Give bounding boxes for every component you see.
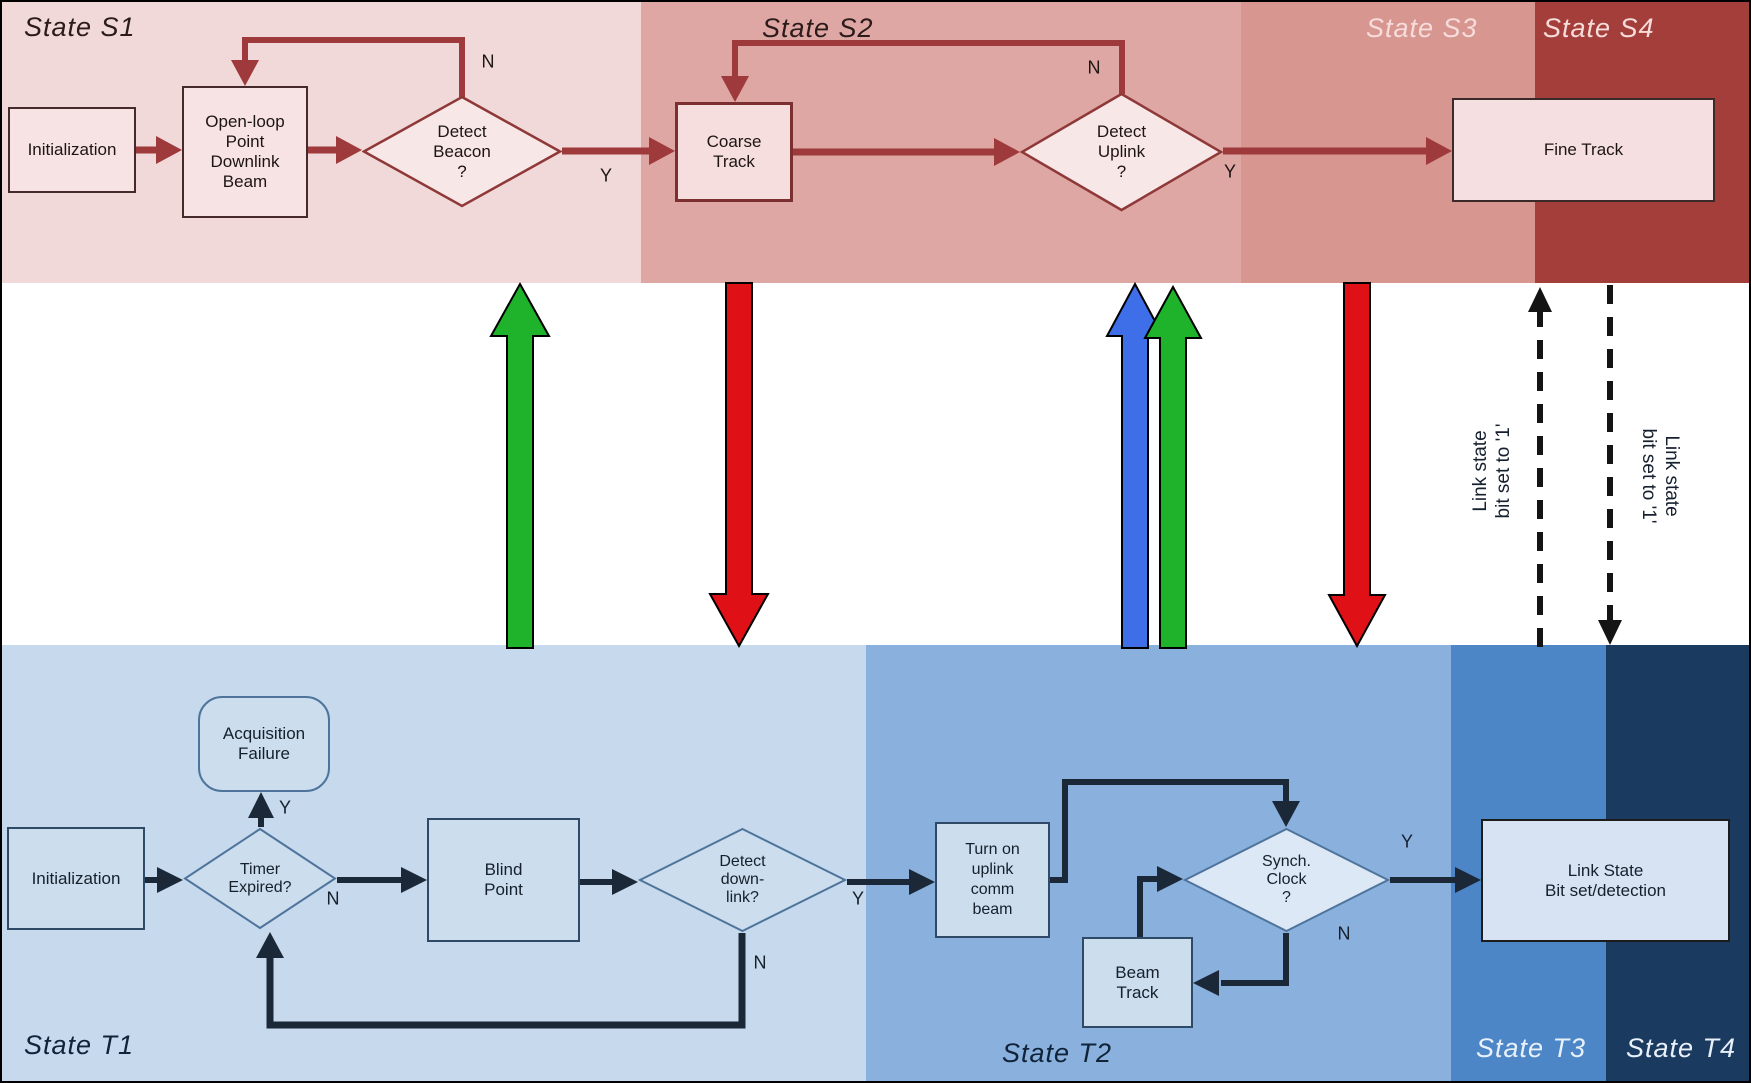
beacon-yes-label: Y bbox=[599, 165, 613, 186]
timer-no-label: N bbox=[326, 888, 340, 909]
label-state-s4: State S4 bbox=[1543, 13, 1655, 43]
node-detect-downlink-decision: Detect down- link? bbox=[638, 827, 847, 933]
label-state-t4: State T4 bbox=[1626, 1033, 1737, 1063]
interlayer-arrows bbox=[489, 281, 1387, 649]
downlink-no-label: N bbox=[753, 952, 767, 973]
label-state-t2: State T2 bbox=[1002, 1038, 1113, 1068]
connector-downlink-no-loop bbox=[256, 932, 746, 1029]
initialization-top-label: Initialization bbox=[27, 140, 117, 159]
green-up-arrow-synch bbox=[1143, 284, 1203, 649]
label-state-t3: State T3 bbox=[1476, 1033, 1587, 1063]
timer-expired-label: Timer Expired? bbox=[228, 860, 292, 896]
detect-beacon-diamond-shape bbox=[362, 95, 562, 208]
link-state-up-annotation: Link state bit set to '1' bbox=[1470, 423, 1514, 519]
connector-beamtrack-to-synch bbox=[1137, 866, 1183, 937]
top-flow-connectors bbox=[136, 37, 1452, 166]
uplink-no-label: N bbox=[1087, 57, 1101, 78]
label-state-t1: State T1 bbox=[24, 1030, 135, 1060]
turn-on-uplink-label: Turn on uplink comm beam bbox=[965, 841, 1020, 918]
connector-timer-no-to-blind bbox=[337, 867, 427, 893]
timer-yes-label: Y bbox=[278, 797, 292, 818]
detect-downlink-diamond-shape bbox=[638, 827, 847, 933]
fine-track-label: Fine Track bbox=[1543, 140, 1624, 159]
connector-init-to-timer bbox=[145, 867, 183, 893]
initialization-bottom-label: Initialization bbox=[31, 868, 121, 888]
uplink-yes-label: Y bbox=[1223, 161, 1237, 182]
detect-downlink-label: Detect down- link? bbox=[719, 853, 766, 906]
beacon-no-label: N bbox=[481, 51, 495, 72]
open-loop-label: Open-loop Point Downlink Beam bbox=[205, 112, 285, 191]
detect-beacon-label: Detect Beacon ? bbox=[433, 121, 491, 181]
link-state-label: Link State Bit set/detection bbox=[1545, 860, 1666, 900]
label-state-s3: State S3 bbox=[1366, 13, 1478, 43]
connector-uplink-yes-to-finetrack bbox=[1223, 137, 1452, 165]
node-detect-uplink-decision: Detect Uplink ? bbox=[1020, 92, 1223, 212]
node-beam-track: Beam Track bbox=[1082, 937, 1193, 1028]
connector-beacon-yes-to-coarse bbox=[562, 137, 675, 165]
node-initialization-bottom: Initialization bbox=[7, 827, 145, 930]
connector-synch-no-to-beamtrack bbox=[1193, 933, 1289, 996]
label-state-s1: State S1 bbox=[24, 12, 136, 42]
synch-no-label: N bbox=[1337, 923, 1351, 944]
blind-point-label: Blind Point bbox=[484, 860, 523, 899]
dashed-arrow-up-linkstate bbox=[1528, 287, 1552, 647]
green-up-arrow-beacon bbox=[489, 281, 551, 649]
node-link-state-bit: Link State Bit set/detection bbox=[1481, 819, 1730, 942]
connector-downlink-yes-to-turnon bbox=[847, 869, 935, 895]
node-turn-on-uplink: Turn on uplink comm beam bbox=[935, 822, 1050, 938]
detect-uplink-label: Detect Uplink ? bbox=[1096, 122, 1147, 181]
dashed-linkstate-arrows bbox=[1528, 285, 1622, 647]
node-fine-track: Fine Track bbox=[1452, 98, 1715, 202]
link-state-down-annotation: Link state bit set to '1' bbox=[1638, 428, 1682, 524]
connector-turnon-to-synch-top bbox=[1050, 779, 1300, 883]
coarse-track-label: Coarse Track bbox=[706, 132, 762, 171]
timer-expired-diamond-shape bbox=[183, 827, 337, 930]
node-acquisition-failure: Acquisition Failure bbox=[198, 696, 330, 792]
synch-yes-label: Y bbox=[1400, 831, 1414, 852]
connector-blind-to-downlink bbox=[580, 869, 638, 895]
connector-init-to-openloop bbox=[136, 136, 182, 164]
node-coarse-track: Coarse Track bbox=[675, 102, 793, 202]
connector-beacon-no-loop bbox=[231, 37, 465, 97]
red-down-arrow-finetrack bbox=[1327, 282, 1387, 649]
node-detect-beacon-decision: Detect Beacon ? bbox=[362, 95, 562, 208]
connector-openloop-to-beacon bbox=[308, 136, 362, 164]
node-synch-clock-decision: Synch. Clock ? bbox=[1183, 827, 1390, 933]
synch-clock-label: Synch. Clock ? bbox=[1262, 853, 1311, 906]
bottom-flow-connectors bbox=[145, 779, 1481, 1029]
beam-track-label: Beam Track bbox=[1115, 962, 1160, 1002]
red-down-arrow-coarse bbox=[708, 282, 770, 649]
connector-coarse-to-uplink bbox=[793, 138, 1020, 166]
node-timer-expired-decision: Timer Expired? bbox=[183, 827, 337, 930]
node-open-loop-point: Open-loop Point Downlink Beam bbox=[182, 86, 308, 218]
node-blind-point: Blind Point bbox=[427, 818, 580, 942]
node-initialization-top: Initialization bbox=[8, 107, 136, 193]
label-state-s2: State S2 bbox=[762, 13, 874, 43]
connector-uplink-no-loop bbox=[721, 40, 1125, 102]
dashed-arrow-down-linkstate bbox=[1598, 285, 1622, 645]
detect-uplink-diamond-shape bbox=[1020, 92, 1223, 212]
downlink-yes-label: Y bbox=[851, 888, 865, 909]
connector-timer-yes-to-acqfail bbox=[248, 792, 274, 827]
synch-clock-diamond-shape bbox=[1183, 827, 1390, 933]
acquisition-failure-label: Acquisition Failure bbox=[222, 724, 306, 763]
connector-synch-yes-to-linkstate bbox=[1390, 867, 1481, 893]
